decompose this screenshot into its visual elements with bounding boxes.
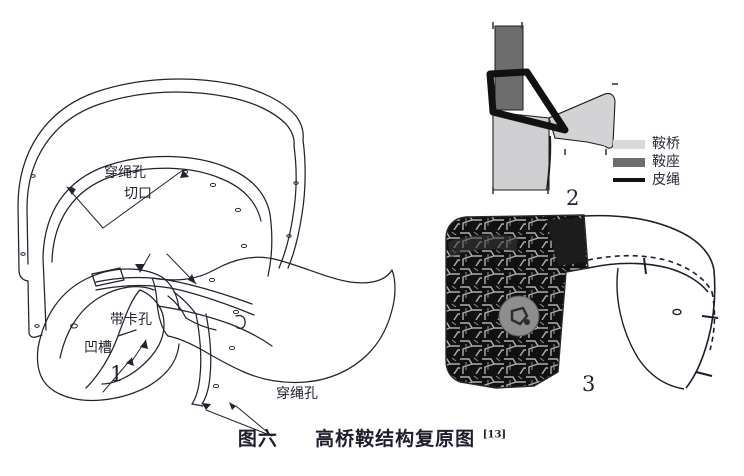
pad-upper-left-outline <box>37 268 163 349</box>
legend-item-saddle-bow: 鞍桥 <box>613 136 723 152</box>
right-strap-foot <box>191 403 204 407</box>
caption-figure-number: 图六 <box>237 428 278 450</box>
tongue-flap-bottom <box>101 377 125 385</box>
inner-bow-left-leg <box>42 257 46 305</box>
caption-title: 高桥鞍结构复原图 <box>315 428 476 450</box>
outer-bow-right-limb-inner <box>278 145 297 269</box>
photo-svg <box>445 214 719 390</box>
dashed-seam <box>587 254 716 351</box>
legend-label-saddle-seat: 鞍座 <box>652 154 680 170</box>
knot-strand-b <box>173 291 197 315</box>
outer-bow-shoulder <box>295 115 304 141</box>
legend-swatch-saddle-bow <box>613 139 645 149</box>
legend-label-leather-cord: 皮绳 <box>652 172 680 188</box>
pad-lower-right <box>101 343 180 401</box>
annotation-incision: 切口 <box>124 186 152 202</box>
caption-inner: 图六 高桥鞍结构复原图 [13] <box>238 424 506 451</box>
schematic-svg <box>486 22 618 194</box>
annotation-cord-hole-bottom: 穿绳孔 <box>276 386 318 402</box>
pad-lower-left <box>36 347 103 402</box>
seat-top-contour <box>151 256 393 284</box>
knot-strand-a <box>167 295 187 319</box>
outer-bow-inner-edge <box>26 91 295 209</box>
arrow-heads <box>67 170 236 410</box>
reconstruction-hole <box>672 308 682 316</box>
right-strap-outer <box>191 313 202 405</box>
caption: 图六 高桥鞍结构复原图 [13] <box>0 424 744 451</box>
legend-swatch-leather-cord <box>613 178 645 182</box>
leader-cordhole-bottom-b <box>205 409 273 437</box>
buckle-glyph <box>510 306 529 326</box>
leader-cordhole-to-top <box>102 169 184 229</box>
legend-item-leather-cord: 皮绳 <box>613 172 723 188</box>
schematic-panel <box>455 18 630 198</box>
saddle-skirt <box>492 111 550 191</box>
knot-strand-c <box>185 317 217 331</box>
seat-hook <box>235 314 246 330</box>
reconstruction-outline <box>583 214 716 389</box>
left-strap-outer <box>27 280 43 338</box>
leader-aocao <box>102 357 133 393</box>
inner-bow-right <box>267 213 273 277</box>
outer-bow-top <box>17 78 297 207</box>
cord-tail <box>546 135 552 191</box>
photo-panel <box>438 212 719 392</box>
leather-fragment-outline <box>445 214 589 389</box>
inner-bow-top-inner <box>51 167 262 263</box>
seat-right-contour <box>243 269 396 384</box>
seat-bottom-contour <box>167 335 245 373</box>
incision-rect <box>91 267 125 287</box>
outer-bow-right-limb <box>287 139 306 269</box>
legend-label-saddle-bow: 鞍桥 <box>652 136 680 152</box>
buckle-stud <box>524 319 530 325</box>
outer-bow-left-leg <box>17 205 29 282</box>
pad-slot <box>117 329 137 337</box>
legend-swatch-saddle-seat <box>613 157 645 167</box>
panel-label-3: 3 <box>582 372 596 396</box>
cord-band-2 <box>95 284 255 316</box>
right-strap-inner <box>201 313 212 405</box>
annotation-cord-hole-top: 穿绳孔 <box>104 165 146 181</box>
cord-band-1 <box>95 276 253 305</box>
outer-bow-inner-leg <box>26 207 29 265</box>
leader-cordhole-bottom-a <box>235 405 273 437</box>
annotation-belt-buckle-hole: 带卡孔 <box>110 312 152 328</box>
legend: 鞍桥 鞍座 皮绳 <box>613 136 723 190</box>
line-drawing-panel <box>0 58 400 437</box>
panel-label-1: 1 <box>110 362 124 386</box>
caption-reference: [13] <box>482 429 507 441</box>
line-drawing-svg <box>17 78 396 437</box>
legend-item-saddle-seat: 鞍座 <box>613 154 723 170</box>
leader-cordhole-to-left <box>66 186 104 229</box>
pad-fold-1 <box>59 286 155 359</box>
metal-boss <box>498 295 540 337</box>
saddle-bow-flap <box>548 92 616 149</box>
stitch-ticks <box>643 257 719 377</box>
leather-cord-loop <box>486 68 569 134</box>
annotation-groove: 凹槽 <box>84 340 112 356</box>
reconstruction-inner-contour <box>616 267 685 390</box>
registration-ticks <box>492 22 618 194</box>
panel-label-2: 2 <box>566 186 580 210</box>
saddle-seat-block <box>494 25 524 111</box>
left-strap-inner <box>44 303 47 331</box>
tongue-flap-right <box>123 289 165 379</box>
inner-bow-top <box>42 155 271 259</box>
cord-band-3 <box>157 305 273 347</box>
